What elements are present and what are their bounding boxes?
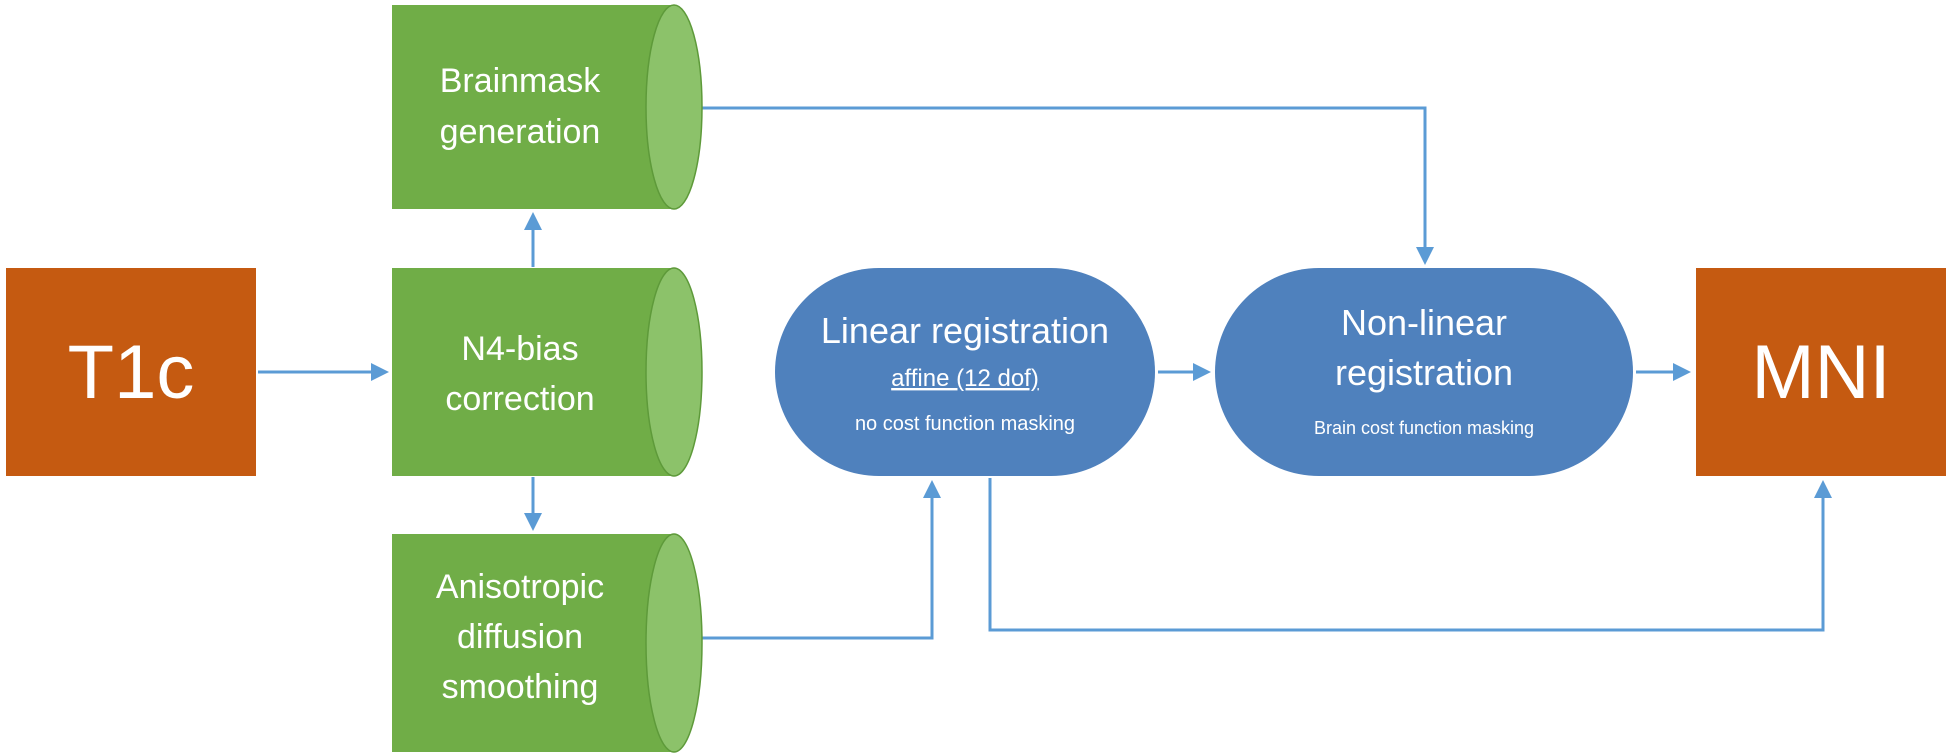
linear-registration-subtitle: affine (12 dof): [891, 365, 1039, 392]
brainmask-label-line1: Brainmask: [440, 62, 602, 100]
n4bias-node: N4-bias correction: [392, 267, 703, 477]
anisotropic-node: Anisotropic diffusion smoothing: [392, 533, 703, 753]
linear-registration-node: Linear registration affine (12 dof) no c…: [775, 268, 1155, 476]
n4bias-label-line2: correction: [445, 380, 594, 418]
linear-registration-note: no cost function masking: [855, 413, 1075, 435]
nonlinear-registration-title-line2: registration: [1335, 352, 1513, 393]
anisotropic-label-line2: diffusion: [457, 618, 583, 656]
anisotropic-label-line3: smoothing: [442, 668, 599, 706]
linear-registration-title: Linear registration: [821, 310, 1109, 351]
arrow-linear-to-mni: [988, 478, 1832, 632]
brainmask-node: Brainmask generation: [392, 4, 703, 210]
arrow-anisotropic-to-linear: [700, 480, 941, 640]
nonlinear-registration-title-line1: Non-linear: [1341, 302, 1507, 343]
n4bias-label-line1: N4-bias: [461, 330, 578, 368]
t1c-label: T1c: [68, 330, 195, 415]
t1c-node: T1c: [6, 268, 256, 476]
arrow-brainmask-to-nonlinear: [700, 106, 1434, 265]
mni-node: MNI: [1696, 268, 1946, 476]
brainmask-label-line2: generation: [440, 113, 601, 151]
connectors: [258, 106, 1832, 640]
anisotropic-label-line1: Anisotropic: [436, 568, 604, 606]
nonlinear-registration-node: Non-linear registration Brain cost funct…: [1215, 268, 1633, 476]
mni-label: MNI: [1751, 330, 1890, 415]
nonlinear-registration-note: Brain cost function masking: [1314, 418, 1534, 438]
